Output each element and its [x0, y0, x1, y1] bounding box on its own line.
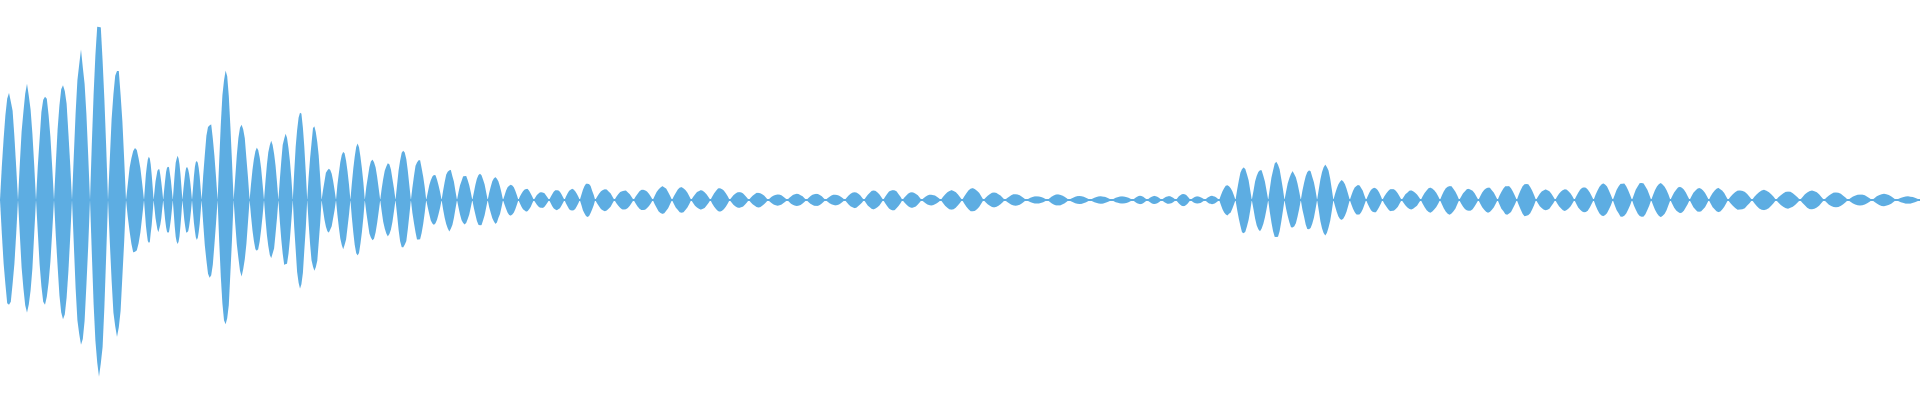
waveform-lobes: [0, 26, 1920, 377]
waveform-centerline: [0, 199, 1920, 201]
waveform-lobe: [0, 92, 18, 305]
waveform-lobe: [217, 70, 234, 325]
waveform-lobe: [201, 124, 218, 278]
waveform-lobe: [108, 71, 126, 337]
waveform-lobe: [72, 49, 90, 345]
waveform-lobe: [54, 85, 72, 320]
waveform-lobe: [307, 126, 322, 271]
waveform-lobe: [90, 26, 108, 377]
waveform-lobe: [18, 83, 36, 313]
